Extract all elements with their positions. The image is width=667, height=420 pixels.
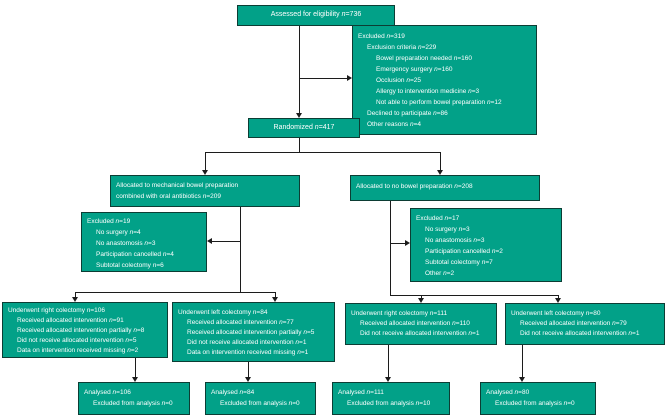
- box-line: Randomized n=417: [273, 123, 335, 131]
- box-line: Excluded n=319: [358, 33, 405, 40]
- arrow-down-icon: [555, 298, 561, 303]
- arrow-down-icon: [245, 377, 251, 382]
- connector-line: [275, 292, 276, 297]
- box-line: Analysed n=111: [338, 389, 384, 396]
- connector-line: [421, 295, 422, 298]
- box-line: Received allocated intervention n=91: [17, 317, 124, 324]
- box-line: Participation cancelled n=4: [96, 251, 174, 258]
- box-line: Did not receive allocated intervention n…: [17, 337, 137, 344]
- arrow-right-icon: [405, 240, 410, 246]
- connector-line: [390, 243, 405, 244]
- arrow-left-icon: [207, 238, 212, 244]
- box-line: Underwent left colectomy n=84: [178, 309, 268, 316]
- box-line: Excluded from analysis n=0: [220, 400, 300, 407]
- box-line: Assessed for eligibility n=736: [270, 11, 362, 19]
- box-line: Allergy to intervention medicine n=3: [376, 88, 480, 95]
- box-line: Received allocated intervention n=77: [187, 319, 294, 326]
- node-excluded-mbp-arm: Excluded n=19 No surgery n=4 No anastomo…: [81, 212, 207, 272]
- node-underwent-right-colectomy-mbp: Underwent right colectomy n=106 Received…: [2, 302, 168, 358]
- box-line: Other reasons n=4: [367, 121, 422, 128]
- box-line: Analysed n=80: [486, 389, 530, 396]
- box-line: Did not receive allocated intervention n…: [187, 339, 307, 346]
- node-allocated-mechanical-bowel-prep: Allocated to mechanical bowel preparatio…: [110, 175, 300, 207]
- node-analysed-right-nbp: Analysed n=111 Excluded from analysis n=…: [332, 382, 450, 415]
- arrow-down-icon: [272, 297, 278, 302]
- box-line: Underwent right colectomy n=111: [351, 310, 448, 317]
- box-line: Excluded n=19: [87, 218, 131, 225]
- connector-line: [212, 241, 240, 242]
- box-line: Declined to participate n=86: [367, 110, 448, 117]
- node-excluded-nbp-arm: Excluded n=17 No surgery n=3 No anastomo…: [410, 208, 562, 282]
- box-line: No surgery n=4: [96, 229, 141, 236]
- box-line: Did not receive allocated intervention n…: [360, 330, 480, 337]
- node-underwent-left-colectomy-nbp: Underwent left colectomy n=80 Received a…: [505, 303, 665, 345]
- box-line: Allocated to no bowel preparation n=208: [356, 183, 473, 190]
- box-line: Exclusion criteria n=229: [367, 44, 437, 51]
- node-assessed-eligibility: Assessed for eligibility n=736: [237, 5, 395, 26]
- box-line: Excluded from analysis n=10: [347, 400, 431, 407]
- box-line: Not able to perform bowel preparation n=…: [376, 99, 502, 106]
- box-line: Subtotal colectomy n=7: [425, 259, 493, 266]
- box-line: Subtotal colectomy n=6: [96, 262, 164, 269]
- box-line: Excluded n=17: [416, 215, 460, 222]
- box-line: No anastomosis n=3: [425, 237, 485, 244]
- connector-line: [135, 358, 136, 377]
- connector-line: [248, 362, 249, 377]
- node-analysed-left-nbp: Analysed n=80 Excluded from analysis n=0: [480, 382, 596, 415]
- connector-line: [558, 295, 559, 298]
- box-line: Data on intervention received missing n=…: [17, 347, 139, 354]
- box-line: Data on intervention received missing n=…: [187, 349, 309, 356]
- node-excluded-after-eligibility: Excluded n=319 Exclusion criteria n=229 …: [352, 25, 537, 135]
- node-allocated-no-bowel-prep: Allocated to no bowel preparation n=208: [350, 175, 540, 201]
- box-line: Participation cancelled n=2: [425, 248, 503, 255]
- connector-line: [388, 345, 389, 377]
- box-line: Excluded from analysis n=0: [495, 400, 575, 407]
- box-line: Analysed n=106: [84, 389, 131, 396]
- arrow-down-icon: [72, 297, 78, 302]
- connector-line: [390, 201, 391, 295]
- box-line: Emergency surgery n=160: [376, 66, 453, 73]
- arrow-down-icon: [202, 170, 208, 175]
- connector-line: [205, 152, 441, 153]
- arrow-down-icon: [418, 298, 424, 303]
- connector-line: [299, 138, 300, 152]
- node-underwent-right-colectomy-nbp: Underwent right colectomy n=111 Received…: [345, 303, 497, 345]
- arrow-down-icon: [296, 113, 302, 118]
- box-line: No surgery n=3: [425, 226, 470, 233]
- box-line: Received allocated intervention partiall…: [187, 329, 315, 336]
- connector-line: [440, 152, 441, 170]
- box-line: combined with oral antibiotics n=209: [116, 193, 221, 200]
- box-line: Occlusion n=25: [376, 77, 422, 84]
- arrow-down-icon: [437, 170, 443, 175]
- node-analysed-left-mbp: Analysed n=84 Excluded from analysis n=0: [205, 382, 316, 415]
- box-line: Excluded from analysis n=0: [93, 400, 173, 407]
- connector-line: [390, 295, 558, 296]
- arrow-down-icon: [519, 377, 525, 382]
- node-underwent-left-colectomy-mbp: Underwent left colectomy n=84 Received a…: [172, 302, 335, 362]
- connector-line: [300, 78, 347, 79]
- node-randomized: Randomized n=417: [248, 118, 360, 138]
- arrow-right-icon: [347, 75, 352, 81]
- connector-line: [205, 152, 206, 170]
- arrow-down-icon: [385, 377, 391, 382]
- box-line: Received allocated intervention n=110: [360, 320, 470, 327]
- box-line: Underwent right colectomy n=106: [8, 307, 106, 314]
- box-line: Underwent left colectomy n=80: [511, 310, 601, 317]
- node-analysed-right-mbp: Analysed n=106 Excluded from analysis n=…: [78, 382, 190, 415]
- connector-line: [75, 292, 76, 297]
- box-line: No anastomosis n=3: [96, 240, 156, 247]
- box-line: Received allocated intervention n=79: [520, 320, 627, 327]
- connector-line: [75, 292, 276, 293]
- box-line: Allocated to mechanical bowel preparatio…: [116, 182, 239, 189]
- box-line: Other n=2: [425, 270, 455, 277]
- arrow-down-icon: [132, 377, 138, 382]
- box-line: Did not receive allocated intervention n…: [520, 330, 640, 337]
- connector-line: [240, 207, 241, 292]
- box-line: Received allocated intervention partiall…: [17, 327, 145, 334]
- connector-line: [299, 26, 300, 113]
- connector-line: [522, 345, 523, 377]
- box-line: Analysed n=84: [211, 389, 255, 396]
- box-line: Bowel preparation needed n=160: [376, 55, 472, 62]
